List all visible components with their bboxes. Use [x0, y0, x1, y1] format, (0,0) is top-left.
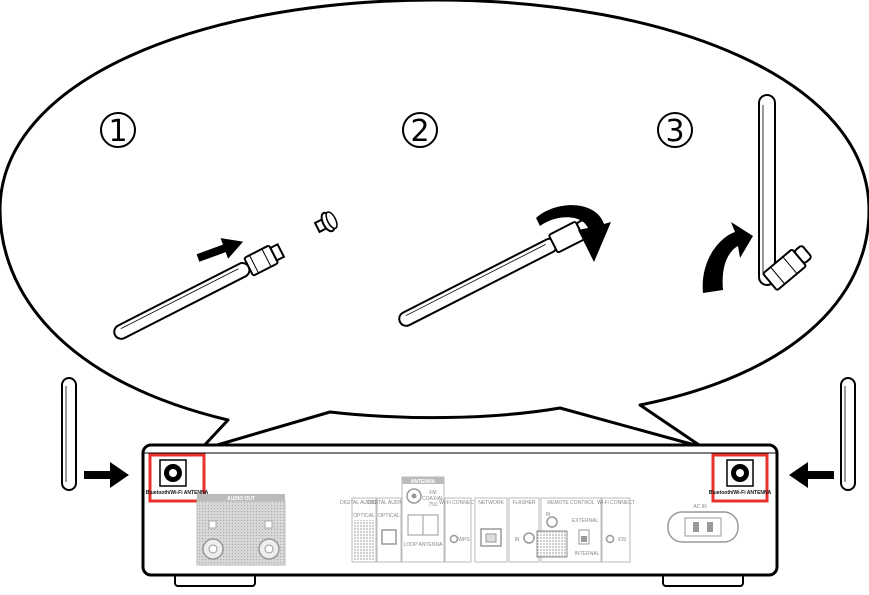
raise-arrow-icon — [702, 222, 753, 293]
wifi-connect-section-1: Wi-Fi CONNECT WPS — [439, 497, 477, 563]
svg-text:NETWORK: NETWORK — [478, 500, 504, 506]
rotate-arrow-icon — [536, 205, 611, 262]
digital-audio-out-section: DIGITAL AUDIO OUT OPTICAL — [340, 497, 388, 563]
right-side-antenna — [789, 377, 856, 491]
antenna-terminal-icon — [313, 211, 338, 234]
svg-text:FLASHER: FLASHER — [512, 500, 535, 506]
flasher-section: FLASHER IN — [508, 497, 540, 563]
svg-text:ANTENNA: ANTENNA — [411, 479, 436, 485]
svg-text:REMOTE CONTROL: REMOTE CONTROL — [547, 500, 594, 506]
step-2-label: 2 — [410, 114, 429, 149]
svg-text:EXTERNAL: EXTERNAL — [572, 518, 599, 524]
svg-text:IN: IN — [515, 537, 520, 543]
svg-text:OPTICAL: OPTICAL — [353, 513, 375, 519]
step-2-number: 2 — [402, 112, 438, 149]
step-1-label: 1 — [108, 114, 127, 149]
svg-text:WPS: WPS — [458, 537, 470, 543]
step-3-number: 3 — [657, 112, 693, 149]
step-1-number: 1 — [100, 112, 136, 149]
svg-text:INTERNAL: INTERNAL — [575, 551, 600, 557]
svg-text:OPTICAL: OPTICAL — [378, 513, 400, 519]
left-antenna-terminal-label: Bluetooth/Wi-Fi ANTENNA — [146, 490, 209, 496]
insert-arrow-right-icon — [789, 462, 834, 488]
ac-in-section: AC IN — [667, 504, 739, 543]
right-antenna-terminal: Bluetooth/Wi-Fi ANTENNA — [709, 453, 772, 503]
svg-text:Wi-Fi CONNECT: Wi-Fi CONNECT — [439, 500, 477, 506]
push-arrow-icon — [196, 238, 244, 262]
svg-text:COAXIAL: COAXIAL — [422, 496, 444, 502]
antenna-input-section: ANTENNA FM COAXIAL 75Ω LOOP ANTENNA — [401, 476, 445, 563]
svg-text:AC IN: AC IN — [693, 504, 707, 510]
step-3-label: 3 — [665, 114, 684, 149]
svg-text:Wi-Fi CONNECT: Wi-Fi CONNECT — [597, 500, 635, 506]
svg-text:DIGITAL AUDIO IN: DIGITAL AUDIO IN — [368, 500, 411, 506]
step-2-antenna — [398, 205, 611, 327]
remote-control-section: REMOTE CONTROL IN EXTERNAL INTERNAL — [536, 497, 602, 563]
left-antenna-terminal: Bluetooth/Wi-Fi ANTENNA — [146, 453, 209, 503]
svg-text:LOOP ANTENNA: LOOP ANTENNA — [404, 542, 443, 548]
wifi-connect-section-2: Wi-Fi CONNECT iOS — [597, 497, 635, 563]
svg-text:iOS: iOS — [618, 537, 627, 543]
svg-text:FM: FM — [429, 490, 436, 496]
digital-audio-in-section: DIGITAL AUDIO IN OPTICAL — [368, 497, 411, 563]
svg-text:75Ω: 75Ω — [428, 502, 438, 508]
svg-text:DIGITAL AUDIO OUT: DIGITAL AUDIO OUT — [340, 500, 388, 506]
network-section: NETWORK — [474, 497, 508, 563]
step-3-antenna — [702, 94, 812, 293]
right-antenna-terminal-label: Bluetooth/Wi-Fi ANTENNA — [709, 490, 772, 496]
left-side-antenna — [61, 377, 129, 491]
insert-arrow-left-icon — [84, 462, 129, 488]
audio-out-section: AUDIO OUT — [196, 494, 286, 566]
step-1-antenna — [113, 211, 338, 340]
svg-text:AUDIO OUT: AUDIO OUT — [227, 496, 255, 502]
callout-bubble — [0, 0, 869, 452]
svg-text:IN: IN — [546, 512, 551, 518]
